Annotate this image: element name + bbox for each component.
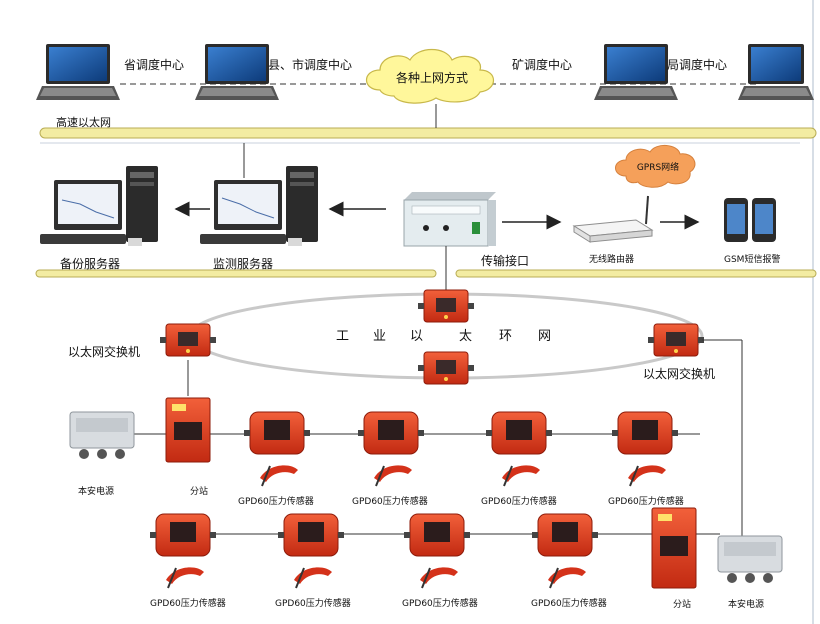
sensor-top-3-icon	[486, 411, 552, 487]
ring-switch-right-icon	[648, 323, 704, 357]
ring-char-3: 以	[410, 329, 423, 344]
sensor-bottom-3-label: GPD60压力传感器	[402, 597, 478, 609]
sensor-top-1-label: GPD60压力传感器	[238, 495, 314, 507]
switch-left-label: 以太网交换机	[68, 344, 140, 359]
sensor-top-4-label: GPD60压力传感器	[608, 495, 684, 507]
gprs-cloud-icon	[615, 145, 696, 188]
sensor-bottom-4-icon	[532, 513, 598, 589]
power-top-label: 本安电源	[78, 485, 114, 497]
monitor-server-label: 监测服务器	[213, 256, 273, 271]
cloud-label: 各种上网方式	[396, 70, 468, 85]
laptop-icon-2	[195, 44, 279, 100]
ring-switch-top-icon	[418, 289, 474, 323]
internet-cloud-icon	[365, 48, 495, 104]
gprs-label: GPRS网络	[637, 161, 679, 173]
sensor-bottom-1-label: GPD60压力传感器	[150, 597, 226, 609]
sensor-bottom-1-icon	[150, 513, 216, 589]
power-supply-bottom-icon	[717, 535, 783, 583]
gsm-label: GSM短信报警	[724, 253, 780, 265]
sensor-top-1-icon	[244, 411, 310, 487]
laptop-icon-1	[36, 44, 120, 100]
monitor-server-icon	[200, 166, 318, 246]
sensor-bottom-4-label: GPD60压力传感器	[531, 597, 607, 609]
sensor-bottom-2-icon	[278, 513, 344, 589]
ring-char-5: 环	[499, 329, 512, 344]
transfer-interface-icon	[403, 192, 496, 247]
center-label-1: 省调度中心	[124, 57, 184, 72]
power-bottom-label: 本安电源	[728, 598, 764, 610]
phone-icon-1	[724, 198, 748, 242]
power-supply-top-icon	[69, 411, 135, 459]
sensor-bottom-3-icon	[404, 513, 470, 589]
station-top-label: 分站	[190, 485, 208, 497]
ring-char-2: 业	[373, 329, 386, 344]
sensor-top-4-icon	[612, 411, 678, 487]
station-bottom-label: 分站	[673, 598, 691, 610]
laptop-icon-4	[738, 44, 814, 100]
laptop-icon-3	[594, 44, 678, 100]
phone-icon-2	[752, 198, 776, 242]
backup-server-label: 备份服务器	[60, 256, 120, 271]
center-label-3: 矿调度中心	[512, 57, 572, 72]
center-label-2: 县、市调度中心	[268, 57, 352, 72]
sensor-bottom-2-label: GPD60压力传感器	[275, 597, 351, 609]
lower-bus-right	[455, 269, 817, 278]
sensor-top-2-label: GPD60压力传感器	[352, 495, 428, 507]
switch-right-label: 以太网交换机	[643, 366, 715, 381]
substation-bottom-icon	[651, 507, 697, 589]
ring-switch-left-icon	[160, 323, 216, 357]
backup-server-icon	[40, 166, 158, 246]
substation-top-icon	[165, 397, 211, 463]
ethernet-bus-label: 高速以太网	[56, 115, 111, 129]
sensor-top-3-label: GPD60压力传感器	[481, 495, 557, 507]
ring-switch-bottom-icon	[418, 351, 474, 385]
center-label-4: 局调度中心	[667, 57, 727, 72]
ring-char-4: 太	[459, 329, 472, 344]
router-label: 无线路由器	[589, 253, 634, 265]
ethernet-bus	[39, 127, 817, 139]
transfer-label: 传输接口	[481, 253, 529, 268]
router-icon	[572, 195, 654, 243]
lower-bus-left	[35, 269, 437, 278]
ring-char-6: 网	[538, 329, 551, 344]
sensor-top-2-icon	[358, 411, 424, 487]
ring-char-1: 工	[336, 329, 349, 344]
